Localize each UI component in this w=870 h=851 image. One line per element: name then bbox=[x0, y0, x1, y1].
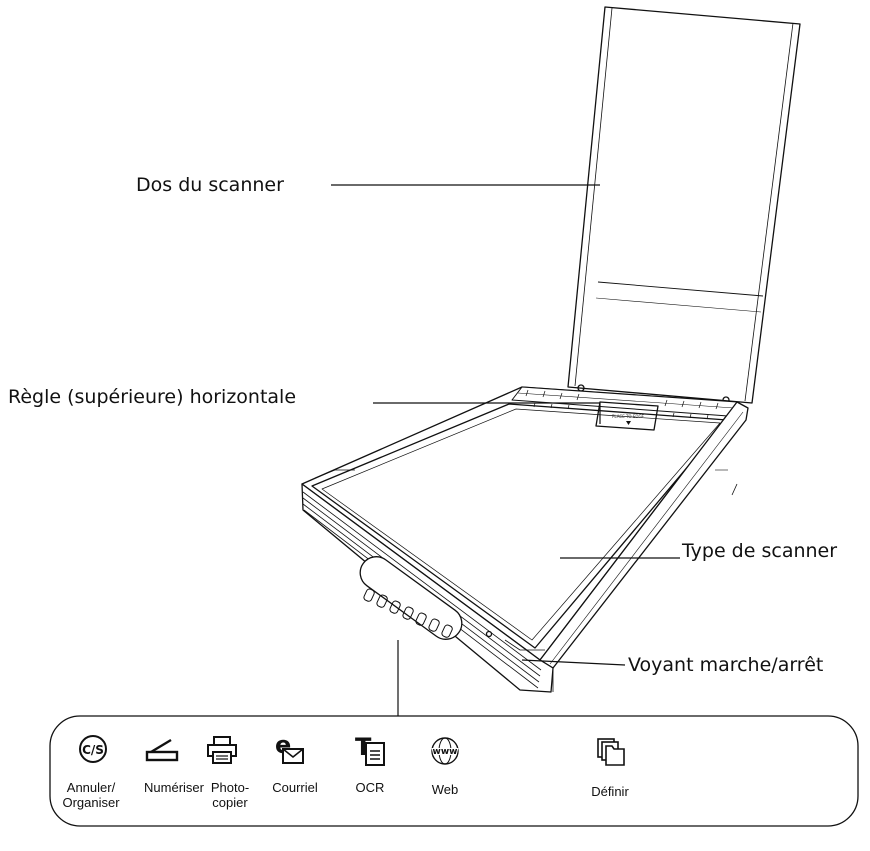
callout-lines bbox=[331, 184, 680, 716]
button-label-photocopy: Photo-copier bbox=[210, 780, 250, 810]
button-legend-box bbox=[49, 715, 859, 827]
label-scanner-type: Type de scanner bbox=[682, 540, 838, 562]
label-scanner-back: Dos du scanner bbox=[136, 174, 284, 196]
button-label-scan: Numériser bbox=[144, 780, 204, 795]
button-label-cancel-sort: Annuler/Organiser bbox=[62, 780, 120, 810]
scanner-lid bbox=[567, 6, 801, 404]
svg-text:PLACE TO EDGE: PLACE TO EDGE bbox=[612, 414, 645, 419]
scanner-body: PLACE TO EDGE bbox=[301, 386, 749, 693]
button-label-custom: Définir bbox=[591, 784, 629, 799]
button-label-web: Web bbox=[431, 782, 459, 797]
button-label-ocr: OCR bbox=[355, 780, 385, 795]
label-horizontal-ruler: Règle (supérieure) horizontale bbox=[8, 386, 297, 408]
label-power-led: Voyant marche/arrêt bbox=[628, 654, 824, 676]
button-label-email: Courriel bbox=[272, 780, 318, 795]
